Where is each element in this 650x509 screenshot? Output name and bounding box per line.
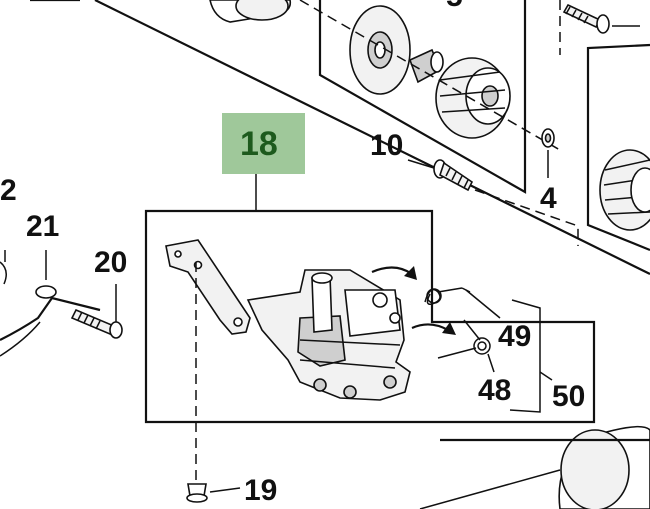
callout-49: 49 — [498, 320, 531, 353]
kit-18-outline-box — [144, 209, 596, 424]
callout-4: 4 — [540, 182, 557, 215]
callout-21: 21 — [26, 210, 59, 243]
right-subassembly-box — [586, 43, 650, 252]
callout-19: 19 — [244, 474, 277, 507]
top-left-cylinder-part — [209, 0, 292, 23]
callout-50: 50 — [552, 380, 585, 413]
callout-18-highlight — [222, 113, 305, 174]
assembly-frame — [30, 0, 650, 275]
spring-part-48 — [437, 319, 495, 373]
callout-10: 10 — [370, 129, 403, 162]
bottom-right-cylinder-part — [419, 425, 650, 509]
callout-20: 20 — [94, 246, 127, 279]
callout-18: 18 — [240, 125, 278, 163]
washer-part-4 — [541, 128, 555, 178]
arrow-to-spring-48 — [411, 322, 456, 335]
left-linkage-rod — [0, 250, 101, 357]
screw-part-20 — [70, 284, 123, 339]
arrow-to-spring-49 — [371, 266, 417, 280]
upper-subassembly-box — [299, 0, 561, 194]
top-right-screw — [559, 0, 640, 55]
spring-part-49 — [424, 287, 501, 319]
screw-part-10 — [407, 159, 579, 246]
callout-48: 48 — [478, 374, 511, 407]
gearbox-housing — [246, 269, 411, 401]
leader-50 — [509, 299, 541, 413]
mounting-bracket — [165, 239, 251, 335]
callout-2: 2 — [0, 174, 17, 207]
screw-part-19 — [186, 262, 241, 503]
callout-5: 5 — [446, 0, 463, 13]
